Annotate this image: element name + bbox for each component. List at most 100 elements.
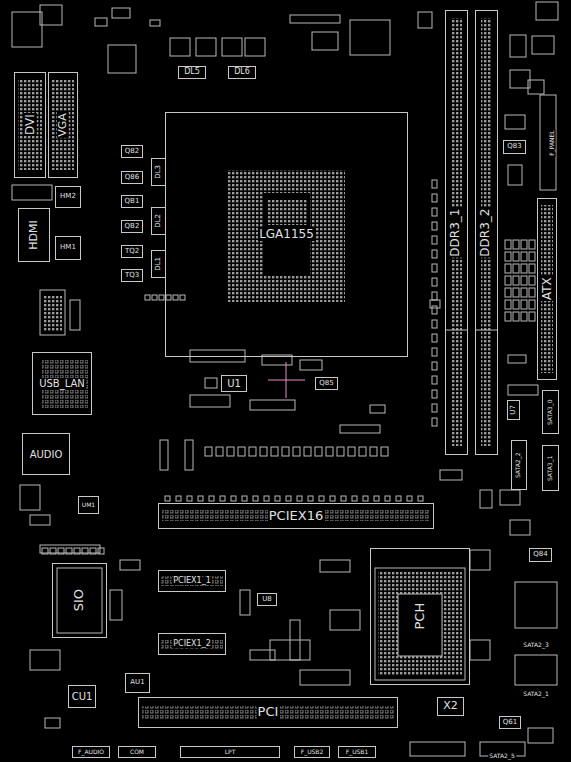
component-box: SATA2_2	[511, 440, 527, 490]
component-outline	[40, 545, 100, 553]
component-outline	[529, 312, 535, 321]
pin-field	[142, 706, 394, 719]
component-box: SATA3_0	[542, 390, 559, 434]
component-label: F_AUDIO	[77, 749, 105, 756]
component-outline	[173, 295, 178, 300]
component-outline	[205, 447, 212, 456]
component-outline	[521, 240, 527, 249]
component-outline	[180, 295, 185, 300]
component-box: HM1	[55, 236, 81, 260]
component-outline	[505, 264, 511, 273]
component-outline	[536, 2, 558, 20]
component-outline	[12, 12, 42, 47]
board-label: F_PANEL	[539, 129, 558, 156]
component-box: F_USB2	[294, 746, 330, 758]
component-label: QB2	[124, 223, 141, 231]
component-outline	[240, 590, 250, 615]
component-outline	[165, 496, 170, 501]
component-box: Q61	[499, 716, 521, 729]
component-outline	[108, 45, 136, 73]
component-box: QB1	[121, 195, 144, 208]
component-label: LGA1155	[258, 228, 315, 241]
silkscreen-text: SATA2_1	[522, 691, 550, 698]
component-outline	[245, 38, 265, 56]
component-outline	[190, 350, 245, 362]
board-label: SATA2_5	[488, 743, 516, 762]
component-outline	[410, 742, 465, 756]
component-outline	[529, 252, 535, 261]
component-label: U8	[261, 596, 273, 604]
component-outline	[315, 447, 322, 456]
component-box: HM2	[55, 186, 81, 208]
component-outline	[505, 300, 511, 309]
component-box: TQ2	[121, 245, 143, 258]
component-outline	[521, 300, 527, 309]
component-label: DDR3_1	[450, 207, 463, 257]
component-outline	[290, 620, 300, 660]
component-box: DL5	[178, 66, 206, 79]
component-outline	[112, 8, 130, 18]
component-outline	[74, 548, 80, 554]
component-box: Q82	[121, 145, 143, 158]
pin-field	[161, 576, 223, 586]
component-outline	[529, 240, 535, 249]
component-box: QB2	[121, 220, 144, 233]
component-box: U7	[507, 400, 521, 420]
component-outline	[440, 470, 462, 480]
pin-field	[52, 80, 74, 170]
component-outline	[513, 288, 519, 297]
component-box: PCIEX1_2	[158, 633, 226, 655]
component-outline	[82, 548, 88, 554]
component-label: AUDIO	[29, 449, 64, 460]
component-outline	[513, 264, 519, 273]
component-outline	[432, 334, 437, 342]
component-outline	[205, 378, 217, 388]
component-outline	[110, 590, 122, 620]
slot-key	[445, 330, 468, 331]
component-outline	[330, 496, 335, 501]
component-label: TQ3	[124, 272, 140, 280]
component-box: SATA3_1	[542, 445, 559, 491]
component-box: DL2	[151, 207, 166, 235]
component-outline	[432, 320, 437, 328]
component-outline	[432, 404, 437, 412]
component-outline	[30, 650, 60, 670]
component-outline	[528, 728, 553, 743]
component-box: X2	[437, 697, 464, 716]
component-outline	[508, 165, 522, 185]
component-outline	[521, 288, 527, 297]
component-outline	[196, 38, 216, 56]
component-label: F_USB1	[345, 749, 370, 756]
board-label: SATA2_3	[522, 632, 550, 651]
component-label: CU1	[71, 691, 94, 702]
component-outline	[341, 496, 346, 501]
component-outline	[90, 548, 96, 554]
component-outline	[216, 447, 223, 456]
component-outline	[250, 650, 275, 660]
component-outline	[297, 496, 302, 501]
component-outline	[308, 496, 313, 501]
component-outline	[286, 496, 291, 501]
component-label: Q82	[124, 148, 140, 156]
component-label: F_USB2	[300, 749, 325, 756]
component-outline	[145, 295, 150, 300]
component-outline	[515, 655, 557, 685]
component-outline	[70, 300, 80, 330]
component-label: U7	[510, 404, 518, 416]
component-outline	[242, 496, 247, 501]
component-outline	[432, 292, 437, 300]
component-outline	[271, 447, 278, 456]
component-box: SIO	[52, 563, 107, 638]
component-outline	[505, 240, 511, 249]
component-outline	[432, 278, 437, 286]
component-label: PCIEX1_1	[172, 577, 211, 586]
component-outline	[505, 252, 511, 261]
component-outline	[528, 80, 544, 94]
pin-field	[541, 205, 553, 373]
component-outline	[515, 582, 557, 628]
component-outline	[432, 418, 437, 426]
component-label: HM2	[59, 193, 77, 201]
component-outline	[418, 12, 432, 28]
component-box: DVI	[14, 72, 46, 178]
component-outline	[348, 447, 355, 456]
